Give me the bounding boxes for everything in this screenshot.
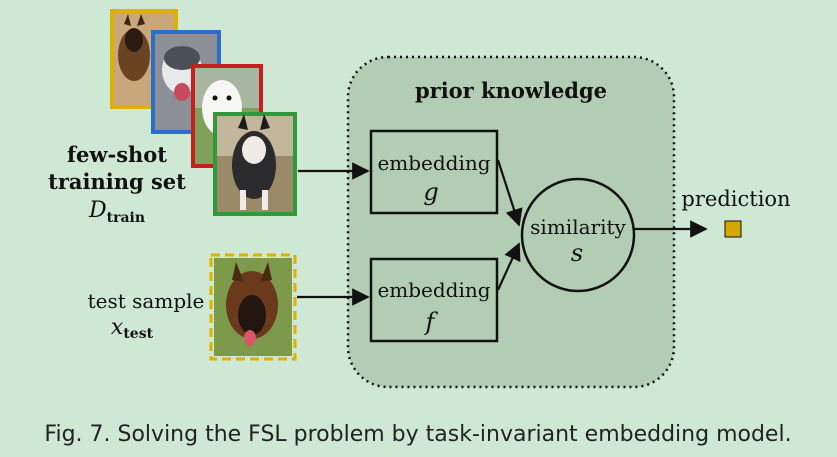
similarity-symbol: s bbox=[571, 239, 583, 267]
prediction-square bbox=[724, 220, 742, 238]
test-german-shepherd-image bbox=[209, 253, 297, 361]
similarity-circle bbox=[520, 177, 636, 293]
figure-caption: Fig. 7. Solving the FSL problem by task-… bbox=[44, 422, 791, 447]
training-images bbox=[110, 9, 297, 216]
similarity-label: similarity bbox=[530, 215, 626, 239]
training-set-symbol: Dtrain bbox=[88, 198, 145, 226]
embedding-f-box bbox=[369, 257, 499, 343]
training-set-symbol-sub: train bbox=[107, 210, 145, 226]
test-sample-label: test sample bbox=[88, 289, 205, 313]
training-set-label-line1: few-shot bbox=[67, 142, 167, 167]
test-sample-symbol-main: x bbox=[111, 315, 124, 340]
malamute-image bbox=[213, 112, 297, 216]
training-set-label-line2: training set bbox=[48, 169, 186, 194]
embedding-g-label: embedding bbox=[377, 151, 490, 175]
arrow-f-to-similarity bbox=[496, 242, 521, 291]
embedding-g-box bbox=[369, 129, 499, 215]
test-sample-symbol-sub: test bbox=[123, 326, 153, 342]
prior-knowledge-label: prior knowledge bbox=[415, 78, 607, 103]
prediction-label: prediction bbox=[681, 187, 790, 211]
arrow-g-to-similarity bbox=[496, 159, 523, 227]
training-set-symbol-main: D bbox=[88, 198, 107, 223]
embedding-g-symbol: g bbox=[423, 178, 438, 206]
embedding-f-label: embedding bbox=[377, 278, 490, 302]
test-sample-symbol: xtest bbox=[111, 315, 154, 342]
